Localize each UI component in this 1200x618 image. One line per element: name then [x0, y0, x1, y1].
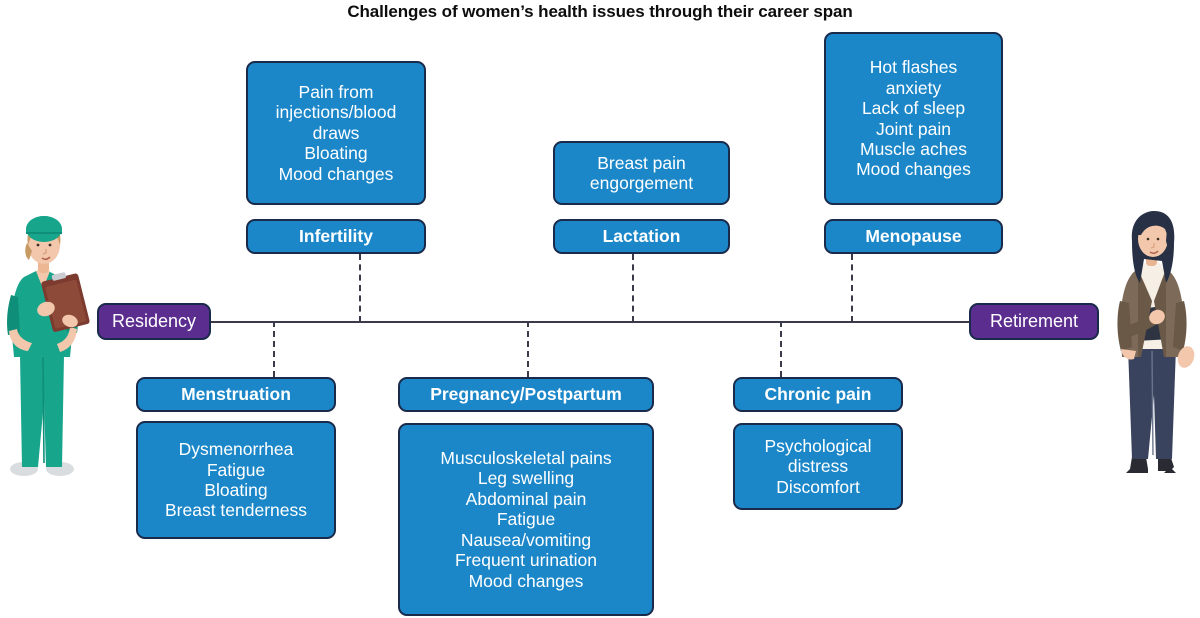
stage-label-text-chronic-pain: Chronic pain	[764, 384, 872, 405]
symptoms-card-pregnancy: Musculoskeletal pains Leg swelling Abdom…	[398, 423, 654, 616]
timeline-start-label: Residency	[111, 311, 197, 331]
symptoms-card-infertility: Pain from injections/blood draws Bloatin…	[246, 61, 426, 205]
stage-label-text-menopause: Menopause	[865, 226, 962, 247]
timeline-end-label: Retirement	[989, 311, 1079, 331]
stage-label-infertility[interactable]: Infertility	[246, 219, 426, 254]
connector-menopause	[851, 254, 853, 322]
symptoms-card-menopause: Hot flashes anxiety Lack of sleep Joint …	[824, 32, 1003, 205]
stage-label-text-infertility: Infertility	[299, 226, 373, 247]
symptoms-text-pregnancy: Musculoskeletal pains Leg swelling Abdom…	[440, 447, 612, 591]
symptoms-text-infertility: Pain from injections/blood draws Bloatin…	[275, 81, 397, 184]
connector-chronic-pain	[780, 321, 782, 377]
timeline-start-residency[interactable]: Residency	[97, 303, 211, 340]
symptoms-card-menstruation: Dysmenorrhea Fatigue Bloating Breast ten…	[136, 421, 336, 539]
stage-label-menopause[interactable]: Menopause	[824, 219, 1003, 254]
timeline-end-retirement[interactable]: Retirement	[969, 303, 1099, 340]
illustration-physician-right	[1108, 205, 1198, 480]
connector-infertility	[359, 254, 361, 322]
connector-menstruation	[273, 321, 275, 377]
connector-pregnancy	[527, 321, 529, 377]
stage-label-text-menstruation: Menstruation	[181, 384, 291, 405]
symptoms-text-lactation: Breast pain engorgement	[589, 152, 694, 193]
timeline-axis	[205, 321, 980, 323]
stage-label-lactation[interactable]: Lactation	[553, 219, 730, 254]
stage-label-menstruation[interactable]: Menstruation	[136, 377, 336, 412]
stage-label-pregnancy[interactable]: Pregnancy/Postpartum	[398, 377, 654, 412]
symptoms-card-chronic-pain: Psychological distress Discomfort	[733, 423, 903, 510]
symptoms-text-menstruation: Dysmenorrhea Fatigue Bloating Breast ten…	[164, 439, 308, 521]
connector-lactation	[632, 254, 634, 322]
page-title: Challenges of women’s health issues thro…	[347, 2, 853, 21]
symptoms-text-chronic-pain: Psychological distress Discomfort	[764, 435, 872, 497]
symptoms-text-menopause: Hot flashes anxiety Lack of sleep Joint …	[856, 57, 971, 180]
stage-label-chronic-pain[interactable]: Chronic pain	[733, 377, 903, 412]
stage-label-text-pregnancy: Pregnancy/Postpartum	[430, 384, 622, 405]
symptoms-card-lactation: Breast pain engorgement	[553, 141, 730, 205]
stage-label-text-lactation: Lactation	[602, 226, 681, 247]
illustration-nurse-left	[2, 205, 94, 480]
